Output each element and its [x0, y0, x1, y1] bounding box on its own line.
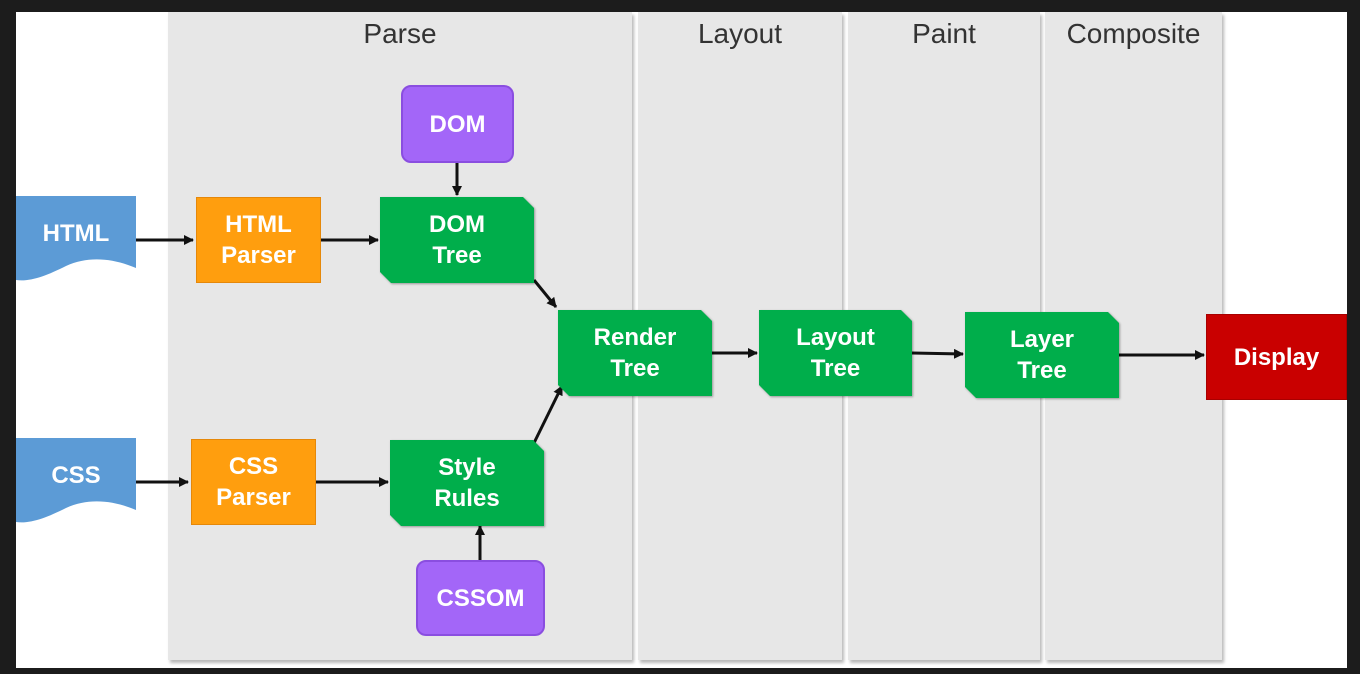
tree-shape-icon: [380, 197, 534, 283]
style-rules-box: Style Rules: [390, 440, 544, 526]
tree-shape-icon: [558, 310, 712, 396]
tree-shape-icon: [390, 440, 544, 526]
layout-tree-label: Layout Tree: [796, 324, 875, 382]
layout-tree-box: Layout Tree: [759, 310, 912, 396]
stage-parse: Parse: [168, 12, 632, 660]
document-shape-icon: [16, 438, 136, 523]
html-parser-box: HTML Parser: [196, 197, 321, 283]
dom-tree-label: DOM Tree: [429, 211, 485, 269]
cssom-label: CSSOM: [436, 584, 525, 612]
render-tree-box: Render Tree: [558, 310, 712, 396]
arrow-domtree-to-render: [532, 279, 558, 308]
css-document: CSS: [16, 438, 136, 526]
html-document: HTML: [16, 196, 136, 284]
layer-tree-box: Layer Tree: [965, 312, 1119, 398]
stage-layout-title: Layout: [697, 18, 783, 49]
cssom-box: CSSOM: [416, 560, 545, 636]
css-parser-box: CSS Parser: [191, 439, 316, 525]
style-rules-label: Style Rules: [434, 454, 500, 512]
render-tree-label: Render Tree: [593, 324, 677, 382]
display-box: Display: [1206, 314, 1347, 400]
document-shape-icon: [16, 196, 136, 281]
html-document-label: HTML: [42, 219, 110, 247]
dom-tree-box: DOM Tree: [380, 197, 534, 283]
layer-tree-label: Layer Tree: [1009, 326, 1075, 384]
dom-label: DOM: [429, 110, 486, 138]
arrow-layout-to-layer: [911, 348, 964, 359]
tree-shape-icon: [965, 312, 1119, 398]
tree-shape-icon: [759, 310, 912, 396]
stage-composite-title: Composite: [1066, 18, 1201, 49]
css-document-label: CSS: [51, 461, 101, 489]
stage-parse-title: Parse: [363, 18, 437, 49]
flow-arrows: [136, 163, 1205, 560]
html-parser-label: HTML Parser: [221, 211, 296, 269]
stage-composite: Composite: [1045, 12, 1222, 660]
display-label: Display: [1233, 343, 1320, 371]
stage-paint-title: Paint: [912, 18, 976, 49]
dom-box: DOM: [401, 85, 514, 163]
arrow-stylerules-to-render: [531, 385, 564, 446]
css-parser-label: CSS Parser: [216, 453, 291, 511]
pipeline-diagram: Parse Layout Paint Composite: [16, 12, 1347, 668]
